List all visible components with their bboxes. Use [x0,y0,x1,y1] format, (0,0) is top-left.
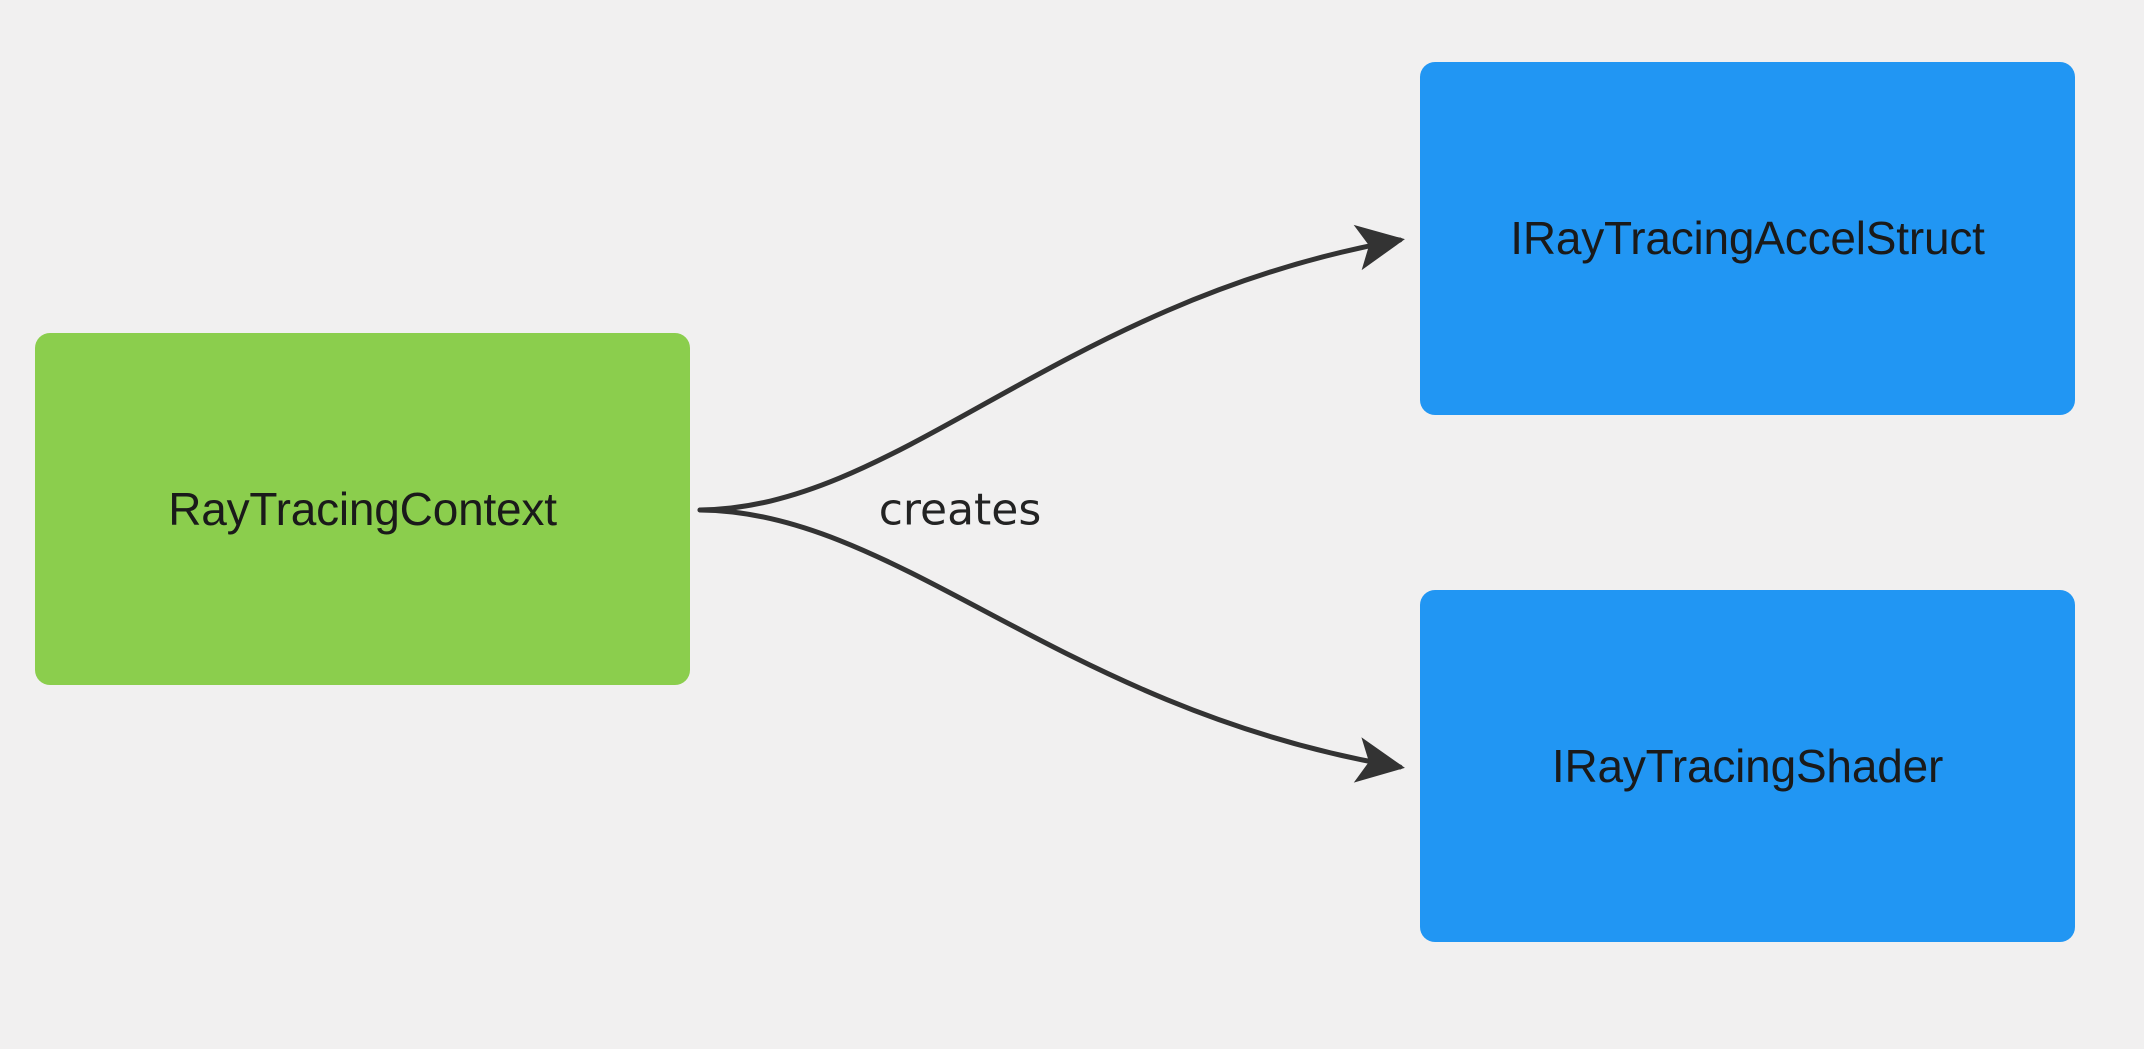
edge-context-to-accelstruct [697,224,1405,513]
node-label: IRayTracingAccelStruct [1510,212,1985,265]
edge-label-creates: creates [878,484,1042,536]
node-iraytracingshader[interactable]: IRayTracingShader [1420,590,2075,942]
node-label: IRayTracingShader [1551,739,1944,792]
node-iraytracingaccelstruct[interactable]: IRayTracingAccelStruct [1420,62,2075,415]
node-label: RayTracingContext [168,482,557,535]
edge-context-to-shader [697,507,1405,783]
node-raytracingcontext[interactable]: RayTracingContext [35,333,690,685]
